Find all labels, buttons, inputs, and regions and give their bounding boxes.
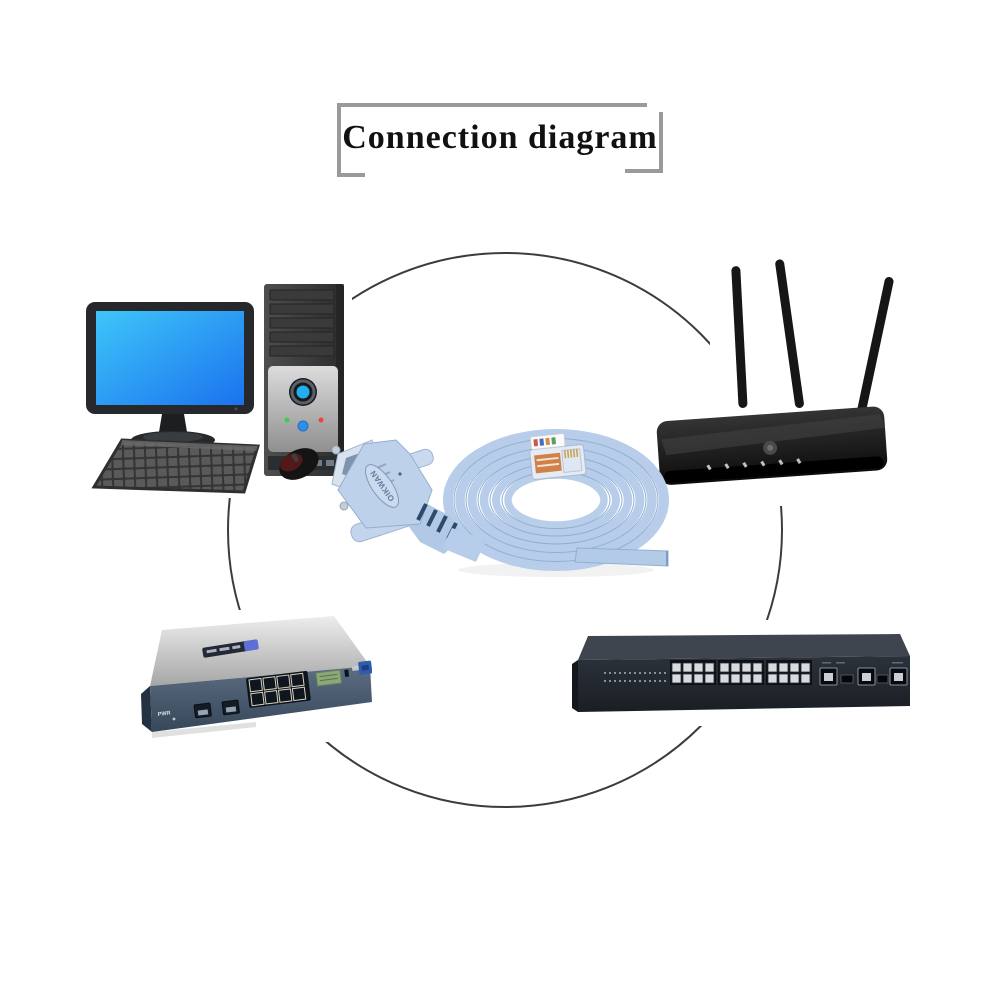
led-blue: [297, 420, 309, 432]
title-box: Connection diagram: [337, 103, 663, 177]
switch-top-panel: [578, 634, 910, 660]
uplink-square: [358, 660, 372, 675]
top-panel: [150, 616, 370, 686]
power-button-icon: [296, 385, 310, 399]
led-red: [318, 417, 324, 423]
led-matrix: [604, 672, 666, 682]
uplink-ports: [819, 667, 908, 686]
title-frame-right: [625, 112, 663, 173]
antenna: [856, 277, 894, 421]
wireless-router-image: [656, 256, 898, 506]
antenna: [775, 259, 804, 409]
rj45-connector: [529, 432, 587, 480]
rj45-contacts: [563, 448, 579, 459]
router-leds: [706, 458, 802, 471]
led-green: [284, 417, 290, 423]
left-side-panel: [141, 686, 152, 732]
router-body: [656, 406, 888, 485]
panel-markings: [822, 662, 903, 664]
brand-badge: [202, 639, 259, 658]
vpn-router-image: PWR: [136, 610, 372, 742]
port-block-8: [246, 670, 311, 708]
db9-serial-connector: OIKWAN: [331, 439, 486, 562]
antenna: [731, 266, 748, 409]
info-label: [315, 669, 342, 687]
page-title: Connection diagram: [342, 119, 658, 156]
keyboard: [91, 438, 260, 494]
console-cable-image: OIKWAN: [331, 429, 669, 577]
title-frame-left: [337, 103, 647, 177]
network-switch-image: [570, 620, 914, 726]
cable-tail: [574, 547, 669, 567]
ethernet-port: [193, 702, 212, 719]
mouse: [279, 448, 319, 480]
port-group: [670, 660, 812, 685]
power-label: PWR: [158, 710, 171, 718]
desktop-computer-image: [84, 280, 352, 498]
ethernet-port: [221, 699, 240, 716]
